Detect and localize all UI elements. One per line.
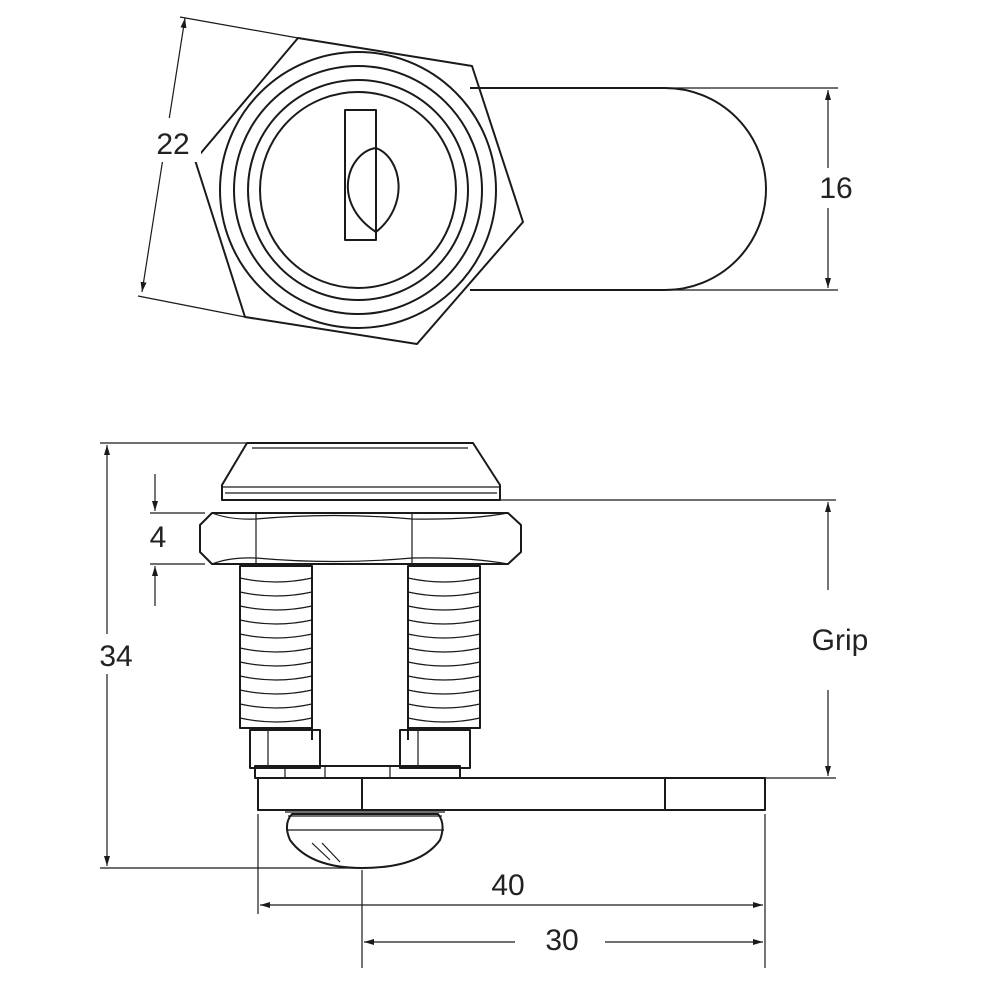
side-view [199,442,766,869]
dim-label-40: 40 [491,869,524,902]
bezel-head [221,442,501,501]
dim-label-grip: Grip [812,624,869,657]
dim-30: 30 [361,870,763,968]
thread-left [239,565,313,729]
keyway-slot [344,109,377,241]
plug-inner-ring [259,91,457,289]
cam-screw [285,811,445,869]
dim-label-34: 34 [99,640,132,673]
plug-outer-ring [247,79,469,301]
bezel-outer-ring [219,51,497,329]
shoulder-right [399,729,471,769]
top-view [194,37,767,345]
dim-22: 22 [137,16,299,318]
hex-nut-side [199,512,522,565]
cam-plate [257,777,766,811]
dim-34: 34 [88,442,362,869]
dim-grip: Grip [500,499,885,779]
dim-4: 4 [150,474,205,606]
dim-label-16: 16 [819,172,852,205]
dim-40: 40 [257,814,766,968]
dim-label-4: 4 [150,521,167,554]
keyway-profile-right [375,147,400,233]
keyway-profile [346,147,377,233]
dim-label-22: 22 [156,128,189,161]
shoulder-left [249,729,321,769]
dim-16: 16 [665,87,860,291]
bezel-inner-ring [233,65,483,315]
hex-nut-top [194,37,524,345]
dim-label-30: 30 [545,924,578,957]
cam-tongue-outline [470,87,767,291]
thread-right [407,565,481,729]
